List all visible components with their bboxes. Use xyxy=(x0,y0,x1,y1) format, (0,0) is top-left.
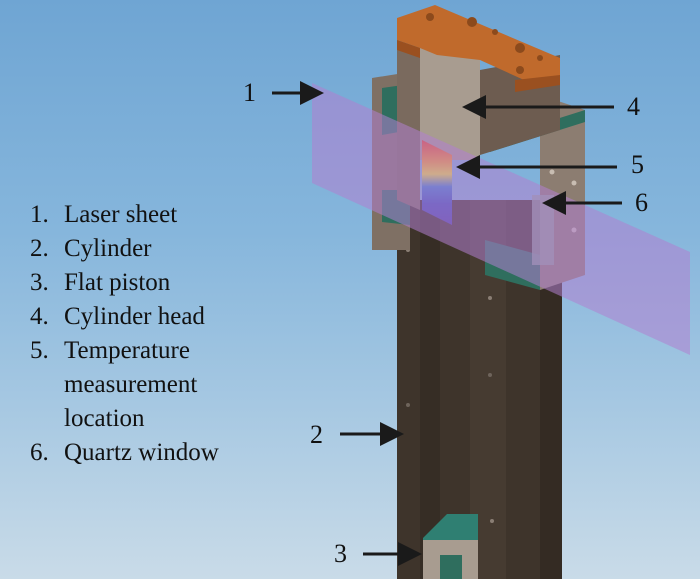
legend-label: Cylinder xyxy=(64,235,152,262)
legend-number: 2. xyxy=(30,235,49,262)
component-legend: 1. Laser sheet 2. Cylinder 3. Flat pisto… xyxy=(30,198,264,470)
bolt-hole xyxy=(492,29,498,35)
legend-number: 3. xyxy=(30,269,49,296)
legend-item: 3. Flat piston xyxy=(30,266,264,300)
callout-label-1: 1 xyxy=(243,78,256,107)
piston-slot xyxy=(440,555,462,579)
legend-number: 5. xyxy=(30,337,49,364)
bolt-hole xyxy=(406,403,410,407)
bolt-hole xyxy=(549,169,555,175)
bolt-hole xyxy=(467,17,477,27)
legend-label: Flat piston xyxy=(64,269,171,296)
legend-item: 4. Cylinder head xyxy=(30,300,264,334)
legend-item: 6. Quartz window xyxy=(30,436,264,470)
legend-label: Laser sheet xyxy=(64,201,178,228)
cylinder-groove-left xyxy=(420,200,440,579)
flat-piston xyxy=(423,514,478,579)
legend-item: 2. Cylinder xyxy=(30,232,264,266)
bolt-hole xyxy=(488,296,492,300)
bolt-hole xyxy=(426,13,434,21)
legend-number: 6. xyxy=(30,439,49,466)
copper-plate xyxy=(397,5,560,92)
bolt-hole xyxy=(571,180,577,186)
laser-sheet xyxy=(312,83,690,355)
copper-top xyxy=(397,5,560,85)
callout-label-3: 3 xyxy=(334,539,347,568)
bolt-hole xyxy=(537,55,543,61)
copper-right-front xyxy=(515,75,560,92)
callout-label-6: 6 xyxy=(635,188,648,217)
legend-item: 1. Laser sheet xyxy=(30,198,264,232)
bolt-hole xyxy=(490,519,494,523)
bolt-hole xyxy=(515,43,525,53)
legend-label: Cylinder head xyxy=(64,303,205,330)
copper-front xyxy=(397,40,420,58)
legend-label: Quartz window xyxy=(64,439,219,466)
legend-number: 1. xyxy=(30,201,49,228)
cylinder-edge-right xyxy=(540,200,562,579)
callout-label-2: 2 xyxy=(310,420,323,449)
callout-label-4: 4 xyxy=(627,92,640,121)
legend-number: 4. xyxy=(30,303,49,330)
bolt-hole xyxy=(516,66,524,74)
legend-label: Temperature measurement location xyxy=(64,337,198,432)
bolt-hole xyxy=(488,373,492,377)
legend-item: 5. Temperature measurement location xyxy=(30,334,264,436)
head-inner xyxy=(420,48,480,160)
callout-label-5: 5 xyxy=(631,150,644,179)
